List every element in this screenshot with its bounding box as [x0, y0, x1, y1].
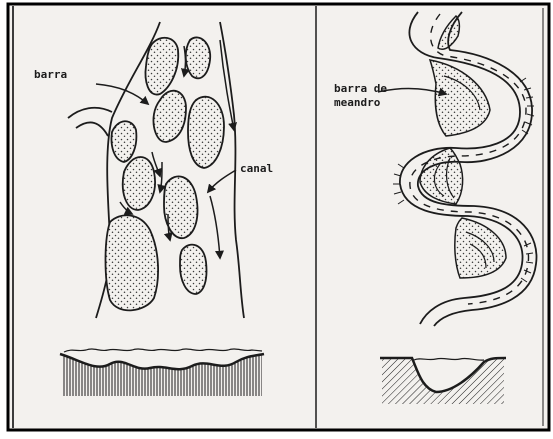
label-barra-de: barra de [334, 82, 387, 95]
bar [186, 37, 210, 78]
label-canal: canal [240, 162, 273, 175]
bar [123, 157, 155, 210]
label-meandro: meandro [334, 96, 381, 109]
label-barra: barra [34, 68, 67, 81]
bar [106, 215, 159, 310]
bar [180, 245, 207, 294]
